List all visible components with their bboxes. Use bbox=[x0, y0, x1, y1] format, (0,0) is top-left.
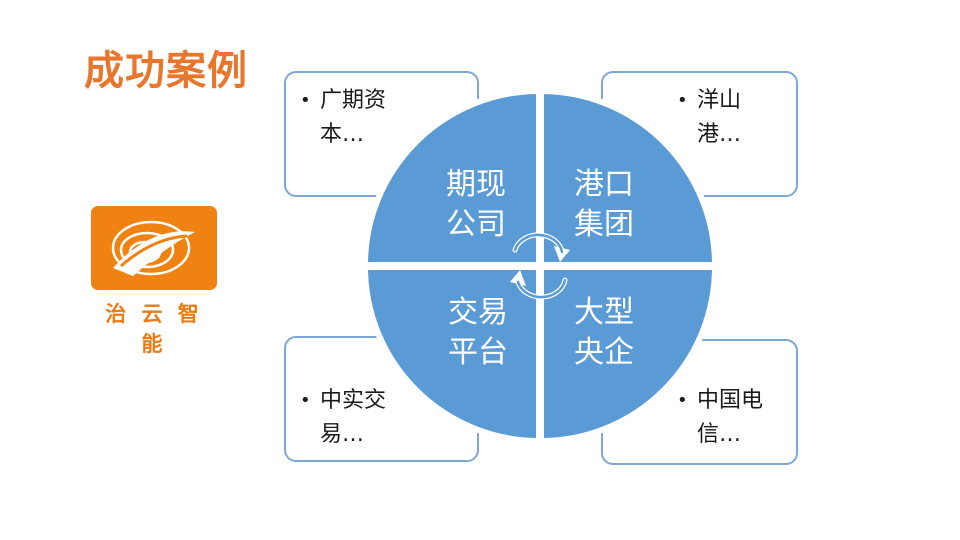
segment-label: 央企 bbox=[574, 335, 634, 370]
segment-label: 平台 bbox=[448, 335, 508, 370]
slide-title: 成功案例 bbox=[84, 48, 248, 94]
segment-label: 交易 bbox=[448, 295, 508, 330]
segment-label: 期现 bbox=[446, 167, 506, 202]
cycle-arrowheads bbox=[510, 246, 570, 286]
segment-bottom-left bbox=[362, 264, 542, 444]
segment-label: 大型 bbox=[574, 295, 634, 330]
card-text-bottom-right: 中国电 信… bbox=[677, 384, 779, 452]
card-line: 本… bbox=[320, 122, 365, 147]
card-line: 易… bbox=[320, 422, 365, 447]
card-line: 中实交 bbox=[320, 388, 387, 413]
segment-top-right bbox=[538, 88, 718, 268]
segment-top-left bbox=[362, 88, 542, 268]
card-line: 洋山 bbox=[697, 88, 742, 113]
card-text-top-right: 洋山 港… bbox=[677, 84, 779, 152]
swirl-oval-icon bbox=[111, 220, 195, 276]
company-logo bbox=[91, 206, 217, 290]
card-text-top-left: 广期资 本… bbox=[300, 84, 402, 152]
segment-label: 集团 bbox=[574, 207, 634, 242]
segment-label: 公司 bbox=[446, 207, 506, 242]
cycle-arrows-outline bbox=[513, 233, 567, 299]
card-line: 港… bbox=[697, 122, 742, 147]
card-text-bottom-left: 中实交 易… bbox=[300, 384, 402, 452]
card-line: 信… bbox=[697, 422, 742, 447]
card-line: 中国电 bbox=[697, 388, 764, 413]
segment-label: 港口 bbox=[574, 167, 634, 202]
logo-caption: 治 云 智 能 bbox=[105, 302, 203, 356]
card-line: 广期资 bbox=[320, 88, 387, 113]
segment-bottom-right bbox=[538, 264, 718, 444]
